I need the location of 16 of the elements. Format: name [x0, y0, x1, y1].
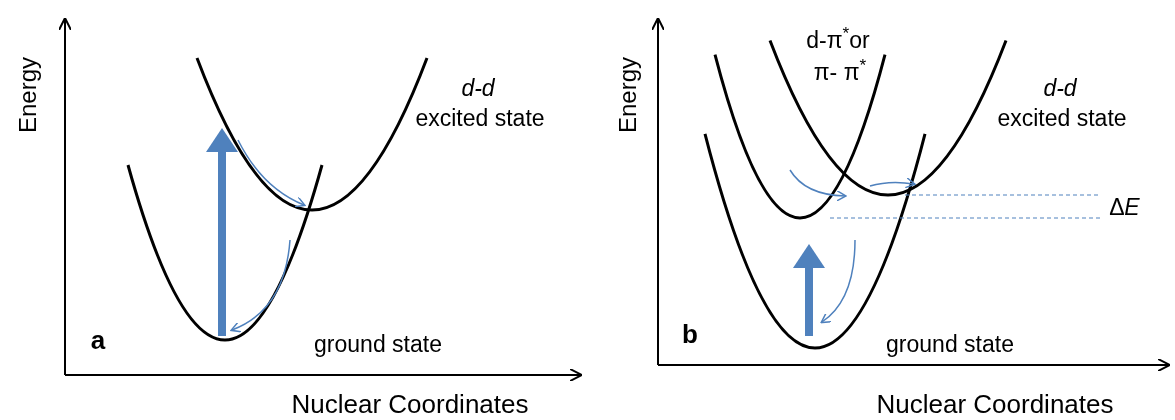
state-label: ground state: [314, 332, 442, 356]
panel-letter: b: [682, 321, 698, 347]
state-label: Δ: [1109, 195, 1125, 219]
state-label: excited state: [997, 106, 1127, 130]
state-label: ground state: [886, 332, 1014, 356]
state-label: π- π$^{*}$: [813, 60, 867, 84]
panel-letter: a: [90, 327, 106, 353]
axis-label: Energy: [616, 57, 640, 133]
axis-label: Nuclear Coordinates: [876, 391, 1114, 417]
state-label: E: [1124, 195, 1140, 219]
state-label: d-d: [461, 76, 495, 100]
state-label: excited state: [415, 106, 545, 130]
state-label: d-d: [1043, 76, 1077, 100]
axis-label: Nuclear Coordinates: [291, 391, 529, 417]
state-label: d-π$^{*}$or: [806, 28, 870, 52]
axis-label: Energy: [16, 57, 40, 133]
